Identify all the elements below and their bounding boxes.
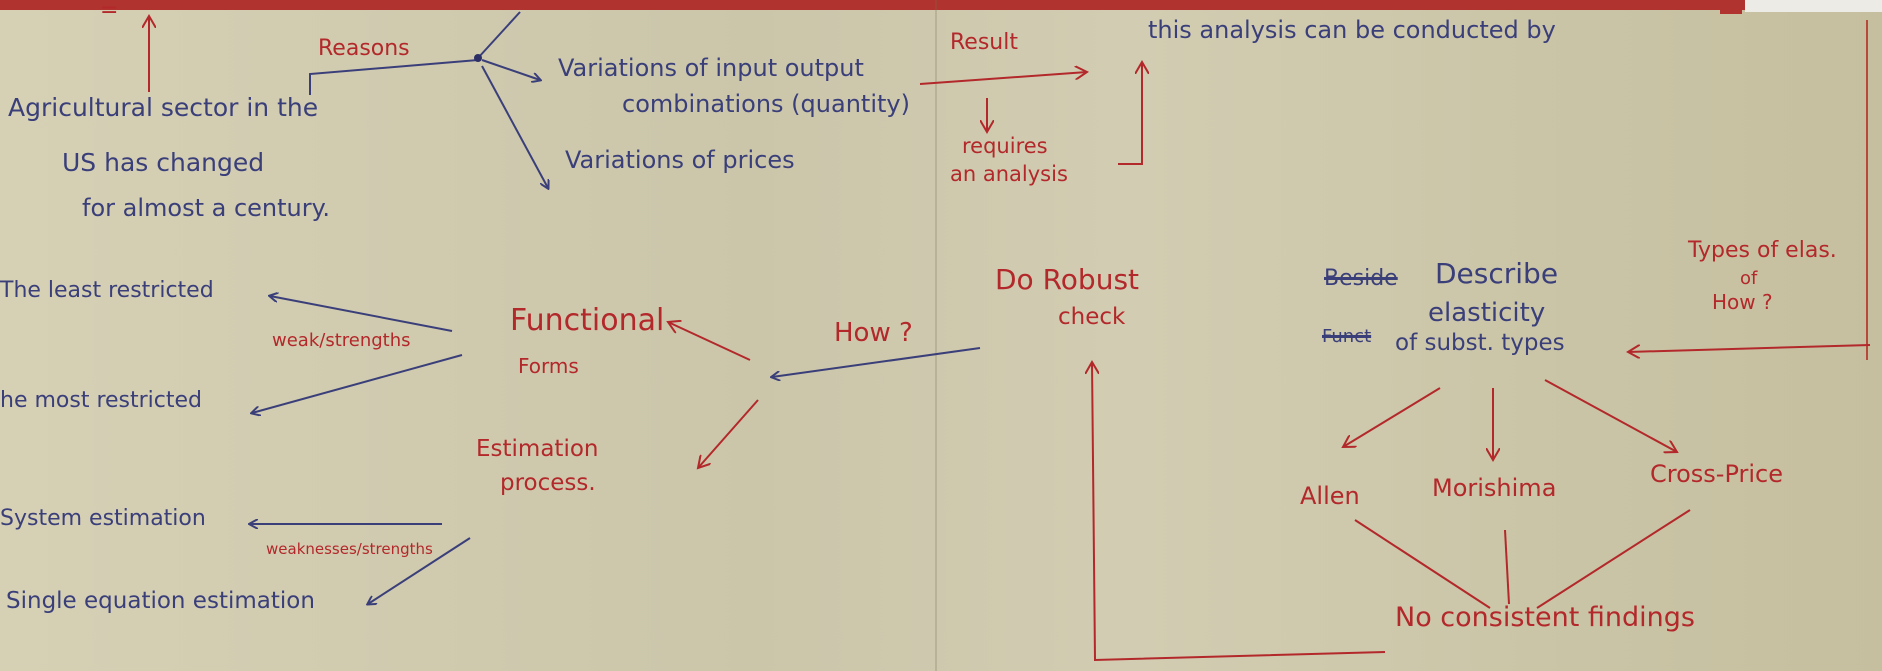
allen-label: Allen: [1300, 482, 1360, 510]
do-robust-line-1: Do Robust: [995, 263, 1140, 296]
estimation-line-2: process.: [500, 470, 596, 496]
variations-io-line-1: Variations of input output: [558, 54, 864, 82]
variations-io-line-2: combinations (quantity): [622, 90, 910, 118]
reasons-connector: [309, 59, 479, 95]
cross-to-findings: [1536, 509, 1691, 609]
requires-line-1: requires: [962, 134, 1048, 158]
weak-strengths-label: weak/strengths: [272, 330, 411, 351]
describe-label: Describe: [1435, 257, 1559, 290]
this-analysis-text: this analysis can be conducted by: [1148, 16, 1556, 44]
most-restricted: he most restricted: [0, 388, 203, 413]
morishima-label: Morishima: [1432, 474, 1557, 502]
functional-line-2: Forms: [518, 354, 579, 378]
types-arrow: [1628, 344, 1871, 352]
red-corner-tab: [1720, 0, 1742, 14]
morishima-to-findings: [1504, 529, 1510, 605]
requires-to-analysis-arrow: [1118, 62, 1142, 165]
robust-loop-arrow: [1092, 362, 1386, 662]
no-consistent-findings: No consistent findings: [1395, 602, 1695, 633]
agri-line-1: Agricultural sector in the: [8, 93, 319, 122]
equals-mark: =: [100, 0, 119, 23]
reasons-node: [474, 54, 482, 62]
single-equation-estimation: Single equation estimation: [6, 588, 315, 614]
cross-price-label: Cross-Price: [1650, 460, 1783, 488]
types-line-3: How ?: [1712, 290, 1773, 314]
arrow-least-restricted: [270, 296, 453, 332]
struck-word-2: Funct: [1322, 326, 1372, 347]
requires-line-2: an analysis: [950, 162, 1068, 186]
arrow-most-restricted: [252, 354, 463, 413]
estimation-line-1: Estimation: [476, 436, 599, 462]
least-restricted: The least restricted: [0, 278, 214, 303]
reasons-label: Reasons: [318, 36, 410, 61]
arrow-to-io: [481, 59, 540, 80]
arrow-to-prices: [481, 65, 548, 188]
right-edge-line: [1866, 20, 1868, 360]
paper-fold-line: [935, 0, 937, 671]
arrow-to-cross-price: [1544, 379, 1677, 452]
reasons-top-stroke: [477, 11, 521, 59]
how-label: How ?: [834, 318, 913, 348]
agri-line-2: US has changed: [62, 148, 265, 177]
arrow-to-allen: [1343, 387, 1441, 447]
system-estimation: System estimation: [0, 506, 206, 531]
arrow-to-estimation: [698, 399, 759, 468]
red-top-border: [0, 0, 1882, 10]
types-line-2: of: [1740, 268, 1758, 289]
how-arrow: [772, 347, 981, 377]
result-label: Result: [950, 30, 1018, 55]
agri-line-3: for almost a century.: [82, 194, 331, 222]
subst-types-label: of subst. types: [1395, 330, 1565, 356]
functional-line-1: Functional: [510, 303, 665, 338]
do-robust-line-2: check: [1058, 304, 1126, 330]
struck-word-1: Beside: [1324, 266, 1398, 291]
arrow-to-functional: [668, 322, 751, 361]
arrow-single-equation: [368, 537, 471, 604]
types-line-1: Types of elas.: [1688, 238, 1837, 263]
elasticity-label: elasticity: [1428, 298, 1546, 328]
weaknesses-strengths-label: weaknesses/strengths: [266, 540, 433, 558]
variations-prices: Variations of prices: [565, 146, 795, 174]
white-corner-strip: [1745, 0, 1882, 12]
result-arrow: [919, 72, 1087, 85]
allen-to-findings: [1354, 519, 1491, 609]
